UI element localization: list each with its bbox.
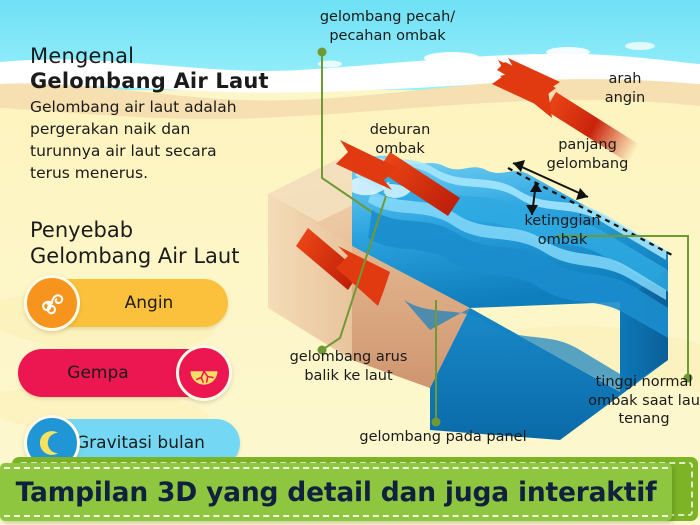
page-title: Mengenal Gelombang Air Laut [30, 44, 269, 94]
backwash-arrow [296, 228, 390, 306]
leader-dots [317, 47, 693, 427]
cause-item-angin[interactable]: Angin [24, 275, 228, 331]
title-line-2: Gelombang Air Laut [30, 68, 269, 93]
banner-text: Tampilan 3D yang detail dan juga interak… [15, 476, 657, 508]
cause-label-angin: Angin [124, 293, 174, 313]
causes-heading: Penyebab Gelombang Air Laut [30, 218, 239, 269]
wind-direction-arrow [492, 58, 651, 170]
wave-height-arrow [526, 181, 542, 216]
leader-lines [321, 52, 689, 422]
wind-spiral-icon [24, 275, 80, 331]
cause-item-gempa[interactable]: Gempa [18, 345, 232, 401]
cause-label-gravitasi-bulan: Gravitasi bulan [76, 433, 205, 453]
banner-dashed-border [4, 467, 668, 517]
cause-label-gempa: Gempa [67, 363, 129, 383]
surf-crash-arrow [336, 140, 460, 216]
footer-banner: Tampilan 3D yang detail dan juga interak… [0, 463, 672, 521]
causes-heading-line-2: Gelombang Air Laut [30, 243, 240, 268]
title-line-1: Mengenal [30, 44, 135, 68]
label-breaking-wave: gelombang pecah/pecahan ombak [319, 9, 456, 44]
still-water-dotted-line [507, 167, 673, 256]
earthquake-icon [176, 345, 232, 401]
label-panel-wave: gelombang pada panel [359, 429, 527, 445]
causes-heading-line-1: Penyebab [30, 218, 134, 242]
wavelength-arrow [512, 160, 589, 200]
intro-description: Gelombang air laut adalah pergerakan nai… [30, 98, 237, 182]
